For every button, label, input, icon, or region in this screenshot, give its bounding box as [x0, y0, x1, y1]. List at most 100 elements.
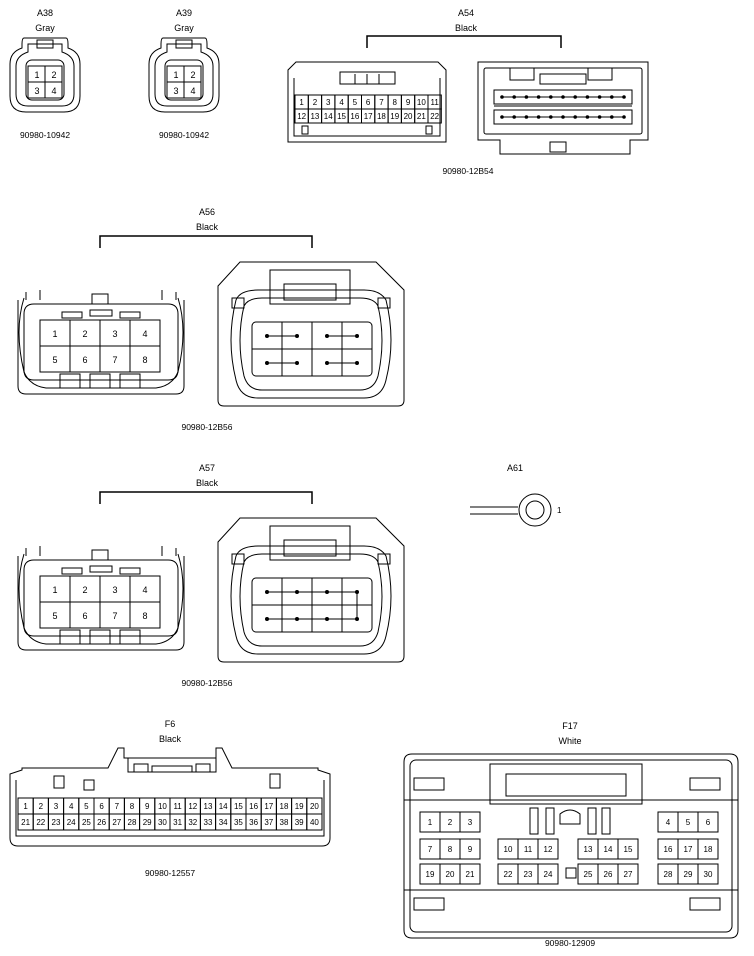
f6-pin: 28	[128, 818, 137, 827]
f17-pin: 17	[684, 845, 693, 854]
a54-pin: 7	[379, 98, 384, 107]
f17-pin: 1	[428, 818, 433, 827]
a54-color: Black	[455, 23, 478, 33]
f17-pin: 9	[468, 845, 473, 854]
a54-pin: 12	[297, 112, 306, 121]
a56-color: Black	[196, 222, 219, 232]
f6-pin: 11	[173, 802, 182, 811]
f17-pin: 5	[686, 818, 691, 827]
f6-pin: 40	[310, 818, 319, 827]
a39-part-number: 90980-10942	[159, 130, 209, 140]
a39-pin: 1	[173, 70, 178, 80]
a54-pin: 1	[299, 98, 304, 107]
a56-pin: 7	[112, 355, 117, 365]
a57-part-number: 90980-12B56	[181, 678, 232, 688]
connector-a39: A39 Gray 1 2 3 4 90980-10942	[148, 8, 220, 140]
f17-pin: 19	[426, 870, 435, 879]
a54-pin: 8	[393, 98, 398, 107]
f6-pin: 32	[188, 818, 197, 827]
f6-pin: 12	[188, 802, 197, 811]
f6-pin: 33	[204, 818, 213, 827]
f17-pin: 15	[624, 845, 633, 854]
f17-pin: 14	[604, 845, 613, 854]
a54-pin: 11	[430, 98, 439, 107]
f6-pin: 30	[158, 818, 167, 827]
f6-pin: 1	[23, 802, 28, 811]
a56-pin: 5	[52, 355, 57, 365]
f6-pin: 29	[143, 818, 152, 827]
a39-id: A39	[176, 8, 192, 18]
a54-pin: 10	[417, 98, 426, 107]
f17-pin: 28	[664, 870, 673, 879]
connector-a61: A61 1	[470, 463, 562, 527]
f6-pin: 18	[280, 802, 289, 811]
a57-id: A57	[199, 463, 215, 473]
f17-pin: 24	[544, 870, 553, 879]
a54-pin: 17	[364, 112, 373, 121]
a38-color: Gray	[35, 23, 55, 33]
f6-pin: 13	[204, 802, 213, 811]
f17-pin-cell	[617, 838, 639, 860]
a56-pin: 8	[142, 355, 147, 365]
f6-part-number: 90980-12557	[145, 868, 195, 878]
a39-color: Gray	[174, 23, 194, 33]
f17-pin: 21	[466, 870, 475, 879]
a54-pin: 15	[337, 112, 346, 121]
a61-id: A61	[507, 463, 523, 473]
a54-pin: 3	[326, 98, 331, 107]
f6-pin: 27	[112, 818, 121, 827]
a57-pin: 7	[112, 611, 117, 621]
f6-id: F6	[165, 719, 176, 729]
a39-pin: 2	[190, 70, 195, 80]
f17-pin: 20	[446, 870, 455, 879]
a54-pin: 19	[390, 112, 399, 121]
f17-pin: 10	[504, 845, 513, 854]
a57-pin: 8	[142, 611, 147, 621]
f17-pin: 6	[706, 818, 711, 827]
f17-pin: 7	[428, 845, 433, 854]
f6-pin: 25	[82, 818, 91, 827]
a38-part-number: 90980-10942	[20, 130, 70, 140]
f17-pin: 29	[684, 870, 693, 879]
f17-pin-cell	[697, 811, 719, 833]
f17-pin: 2	[448, 818, 453, 827]
a54-part-number: 90980-12B54	[442, 166, 493, 176]
f6-pin: 17	[264, 802, 273, 811]
f17-pin: 4	[666, 818, 671, 827]
f17-pin: 12	[544, 845, 553, 854]
a39-pin: 3	[173, 86, 178, 96]
a57-pin: 1	[52, 585, 57, 595]
f6-pin: 24	[67, 818, 76, 827]
a57-pin: 6	[82, 611, 87, 621]
a57-color: Black	[196, 478, 219, 488]
f17-color: White	[558, 736, 581, 746]
f6-pin: 37	[264, 818, 273, 827]
f17-pin: 26	[604, 870, 613, 879]
a38-id: A38	[37, 8, 53, 18]
f17-pin: 8	[448, 845, 453, 854]
a38-pin: 1	[34, 70, 39, 80]
f17-pin-cell	[459, 863, 481, 885]
a54-pin: 9	[406, 98, 411, 107]
a38-pin: 2	[51, 70, 56, 80]
connector-a56: A56 Black 1 2 3 4 5 6 7 8 90980-12B56	[17, 207, 405, 432]
a56-rear-terminals	[265, 334, 359, 365]
f17-pin: 27	[624, 870, 633, 879]
f17-pin: 23	[524, 870, 533, 879]
terminal-dot	[622, 115, 626, 119]
f17-pin: 22	[504, 870, 513, 879]
f6-pin: 22	[36, 818, 45, 827]
a54-pin: 14	[324, 112, 333, 121]
a54-rear-terminals	[500, 95, 626, 119]
f6-pin: 14	[219, 802, 228, 811]
a56-pin: 2	[82, 329, 87, 339]
a54-pin: 18	[377, 112, 386, 121]
f6-pin: 39	[295, 818, 304, 827]
f17-pin: 3	[468, 818, 473, 827]
f17-pin-cell	[537, 838, 559, 860]
